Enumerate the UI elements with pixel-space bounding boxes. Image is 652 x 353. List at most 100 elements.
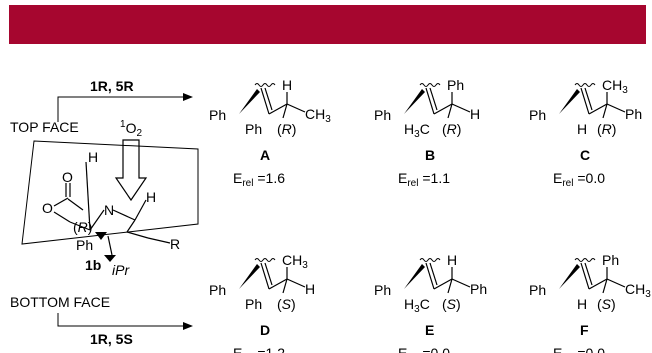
top-substituent: CH3 [282,252,308,271]
alkene-bond [580,262,590,290]
alkene-bond [260,87,270,115]
lower-substituent-bond [447,278,453,294]
alkene-double-bond [429,262,438,286]
wedge-bond [559,89,580,114]
top-arrow-line [57,96,183,122]
lower-substituent: H [577,296,587,312]
stereocenter-bond [588,278,608,290]
scaffold-H-right: H [146,189,156,205]
bottom-arrow-line [57,313,183,327]
relative-energy: Erel =0.0 [553,170,605,189]
top-substituent: H [447,252,457,268]
bottom-face-label: BOTTOM FACE [10,294,110,310]
relative-energy: Erel =0.0 [553,345,605,353]
wedge-bond [95,232,107,240]
attachment-squiggle [419,258,441,262]
right-substituent: Ph [470,281,487,297]
scaffold-O-carbonyl: O [62,169,73,185]
structure-id: C [580,147,590,163]
left-substituent: Ph [529,107,546,123]
right-substituent: Ph [625,106,642,122]
compound-label: 1b [85,257,101,273]
attack-arrow [114,139,148,202]
bottom-arrow-head [183,322,193,330]
right-substituent: CH3 [625,281,651,300]
right-substituent-bond [286,103,306,113]
structure-id: D [260,322,270,338]
left-substituent: Ph [209,107,226,123]
lower-substituent-bond [282,278,288,294]
top-face-label: TOP FACE [10,119,79,135]
lower-substituent: Ph [245,296,262,312]
structure-id: A [260,147,270,163]
scaffold-R-group: R [170,236,180,252]
top-substituent: CH3 [602,77,628,96]
configuration-label: (R) [277,121,296,137]
wedge-bond [559,264,580,289]
alkene-bond [425,262,435,290]
right-substituent: H [305,281,315,297]
structure-id: E [425,322,434,338]
alkene-bond [580,87,590,115]
right-substituent-bond [451,278,471,288]
top-substituent: Ph [447,77,464,93]
configuration-label: (S) [442,296,461,312]
stereocenter-bond [433,278,453,290]
stereocenter-bond [433,103,453,115]
alkene-double-bond [584,87,593,111]
reference-plane [21,140,199,245]
right-substituent-bond [606,278,626,288]
wedge-bond [239,89,260,114]
attachment-squiggle [574,258,596,262]
lower-substituent-bond [602,278,608,294]
lower-substituent-bond [602,103,608,119]
scaffold-config: (R) [73,219,92,235]
alkene-double-bond [264,262,273,286]
configuration-label: (R) [597,121,616,137]
right-substituent: CH3 [305,106,331,125]
scaffold-bonds [53,161,171,256]
alkene-bond [260,262,270,290]
alkene-bond [425,87,435,115]
attachment-squiggle [254,258,276,262]
scaffold-H-left: H [88,149,98,165]
configuration-label: (S) [597,296,616,312]
wedge-bond [404,89,425,114]
lower-substituent: H [577,121,587,137]
alkene-double-bond [264,87,273,111]
left-substituent: Ph [374,282,391,298]
scaffold-Ph: Ph [76,237,93,253]
stereocenter-bond [268,278,288,290]
left-substituent: Ph [374,107,391,123]
lower-substituent-bond [282,103,288,119]
top-arrow-head [183,93,193,101]
structure-id: B [425,147,435,163]
lower-substituent: Ph [245,121,262,137]
singlet-oxygen-label: 1O2 [120,119,142,139]
relative-energy: Erel =1.2 [233,345,285,353]
left-substituent: Ph [209,282,226,298]
configuration-label: (R) [442,121,461,137]
wedge-bond [404,264,425,289]
top-substituent: Ph [602,252,619,268]
top-substituent: H [282,77,292,93]
right-substituent-bond [606,103,626,113]
scaffold-ipr: iPr [112,262,130,278]
header-banner [9,5,646,44]
attachment-squiggle [254,83,276,87]
structure-id: F [580,322,589,338]
lower-substituent-bond [447,103,453,119]
relative-energy: Erel =1.1 [398,170,450,189]
alkene-double-bond [429,87,438,111]
alkene-double-bond [584,262,593,286]
configuration-label: (S) [277,296,296,312]
wedge-bond [239,264,260,289]
